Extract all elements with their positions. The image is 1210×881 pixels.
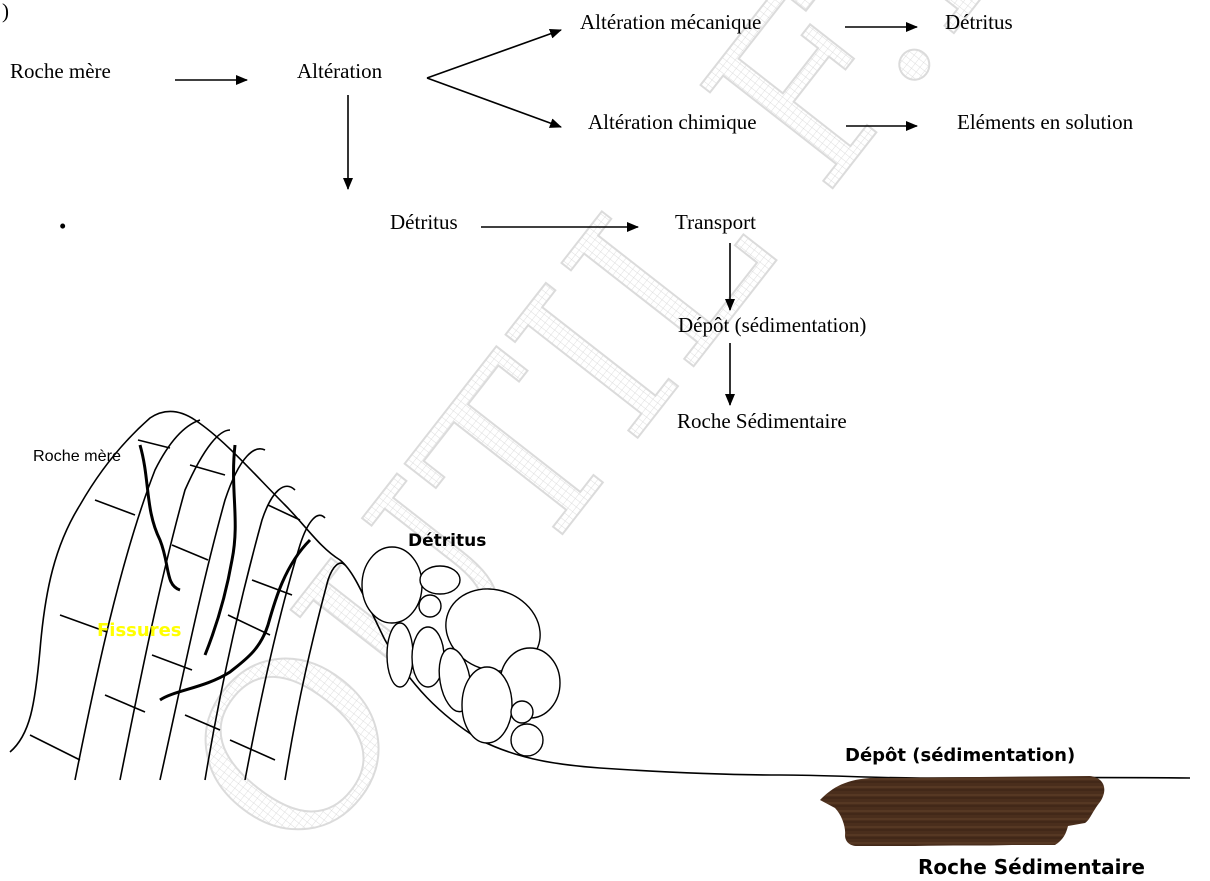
- pebble: [387, 623, 413, 687]
- label-roche-sedimentaire: Roche Sédimentaire: [677, 409, 847, 433]
- partial-mark: ): [2, 0, 9, 23]
- pebble: [511, 724, 543, 756]
- label-detritus-top: Détritus: [945, 10, 1013, 34]
- pebble: [511, 701, 533, 723]
- label-depot: Dépôt (sédimentation): [678, 313, 866, 337]
- label-alteration-mecanique: Altération mécanique: [580, 10, 761, 34]
- label-roche-mere: Roche mère: [10, 59, 111, 83]
- illus-label-fissures: Fissures: [97, 620, 182, 641]
- label-alteration: Altération: [297, 59, 383, 83]
- bullet-point: •: [59, 214, 66, 238]
- illus-label-roche-sedimentaire: Roche Sédimentaire: [918, 855, 1145, 879]
- pebble: [419, 595, 441, 617]
- pebble: [420, 566, 460, 594]
- label-alteration-chimique: Altération chimique: [588, 110, 757, 134]
- label-detritus-middle: Détritus: [390, 210, 458, 234]
- arrow-to-mecanique: [427, 30, 561, 78]
- illus-label-roche-mere: Roche mère: [33, 448, 121, 465]
- label-transport: Transport: [675, 210, 756, 234]
- pebble: [462, 667, 512, 743]
- label-elements-solution: Eléments en solution: [957, 110, 1134, 134]
- sediment-deposit: [820, 776, 1104, 846]
- illus-label-depot: Dépôt (sédimentation): [845, 745, 1075, 766]
- illus-label-detritus: Détritus: [408, 531, 486, 551]
- arrow-to-chimique: [427, 78, 561, 127]
- pebble: [362, 547, 422, 623]
